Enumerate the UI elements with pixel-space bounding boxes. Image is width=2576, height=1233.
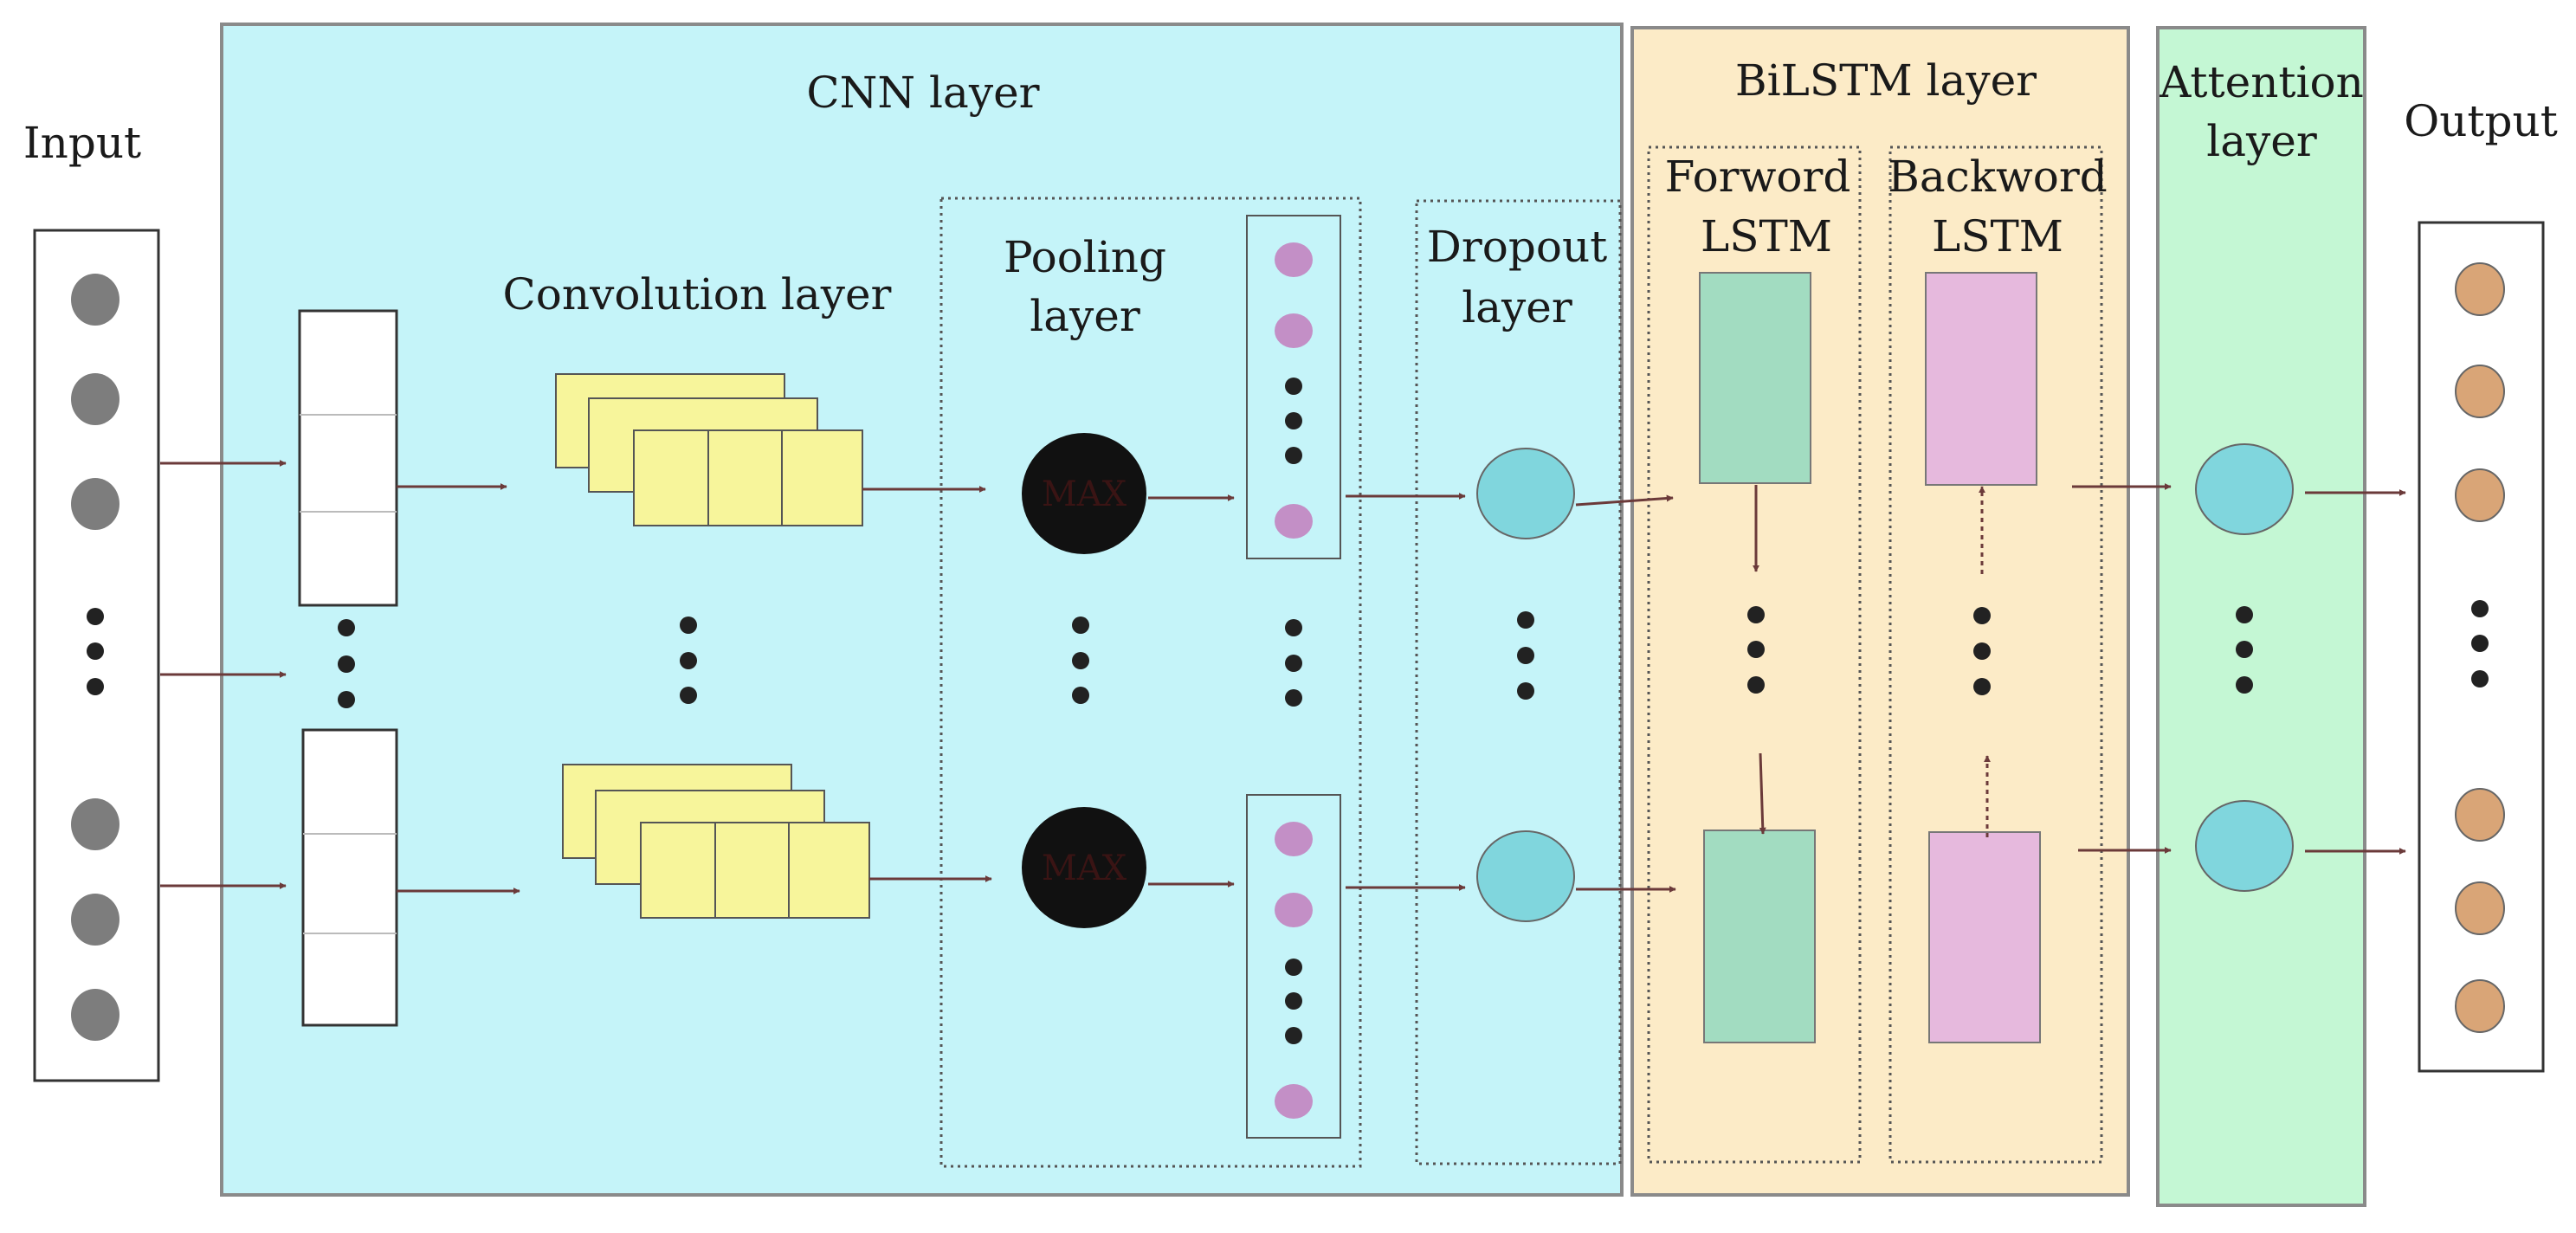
backward-flow-arrows [1979,486,1991,837]
forward-lstm-box [1647,145,1862,1164]
pooling-layer-box [939,197,1362,1168]
feature-vector-bottom [301,728,398,1027]
input-node [71,478,119,530]
input-node [71,798,119,850]
pooled-vector-bottom [1246,794,1341,1139]
forward-lstm-ellipsis [1747,606,1765,694]
forward-lstm-cell-bottom [1703,830,1816,1043]
cnn-layer-label: CNN layer [806,68,1039,118]
attention-layer-label-line2: layer [2206,116,2317,166]
input-nodes [71,274,119,1041]
convolution-layer-label: Convolution layer [503,269,892,320]
feature-vector-top [298,309,398,607]
pool-node [1275,1084,1313,1119]
dropout-layer-label-line2: layer [1462,282,1572,332]
attention-layer-region [2156,26,2366,1207]
output-node [2455,788,2505,842]
cnn-layer-region [220,23,1624,1197]
arrow [1575,494,1674,507]
output-nodes [2455,262,2505,1033]
feature-vector-ellipsis [338,619,355,708]
dropout-ellipsis [1517,611,1534,700]
max-label: MAX [1042,474,1127,514]
output-node [2455,881,2505,935]
max-pool-ellipsis [1072,616,1089,704]
backward-lstm-cell-top [1925,272,2037,486]
dropout-node [1476,448,1575,539]
dropout-layer-label-line1: Dropout [1427,222,1608,272]
conv-feature-maps-top [555,373,863,526]
max-pool-node-top: MAX [1022,433,1146,554]
flow-arrows [160,460,2406,894]
pool-node [1275,822,1313,856]
forward-lstm-cell-top [1699,272,1811,484]
input-node [71,373,119,425]
backward-lstm-box [1888,145,2103,1164]
output-label: Output [2404,96,2558,146]
bilstm-layer-label: BiLSTM layer [1735,55,2037,106]
pool-node [1275,313,1313,348]
backward-lstm-cell-bottom [1928,831,2041,1043]
backward-lstm-label-line2: LSTM [1932,211,2063,261]
arrow [1759,752,1766,835]
pooled-vector-ellipsis [1285,619,1302,707]
output-node [2455,365,2505,418]
output-node [2455,468,2505,522]
max-pool-node-bottom: MAX [1022,807,1146,928]
forward-lstm-label-line1: Forword [1665,152,1851,202]
conv-feature-maps-bottom [562,764,870,919]
input-label: Input [23,118,141,168]
max-label: MAX [1042,849,1127,888]
input-ellipsis [87,608,104,695]
pool-node [1275,242,1313,277]
attention-ellipsis [2236,606,2253,694]
output-ellipsis [2471,600,2489,688]
input-node [71,274,119,326]
output-node [2455,262,2505,316]
pooled-vector-top [1246,215,1341,559]
backward-lstm-label-line1: Backword [1888,152,2108,202]
pool-node [1275,504,1313,539]
input-node [71,894,119,946]
dropout-layer-box [1415,199,1622,1165]
conv-ellipsis [680,616,697,704]
attention-node [2195,443,2294,535]
attention-layer-label-line1: Attention [2159,57,2364,107]
output-node [2455,979,2505,1033]
attention-node [2195,800,2294,892]
forward-lstm-label-line2: LSTM [1701,211,1832,261]
backward-lstm-ellipsis [1973,607,1991,695]
pooling-layer-label-line2: layer [1030,291,1140,341]
pooling-layer-label-line1: Pooling [1004,232,1166,282]
dropout-node [1476,830,1575,922]
input-node [71,989,119,1041]
pool-node [1275,893,1313,927]
